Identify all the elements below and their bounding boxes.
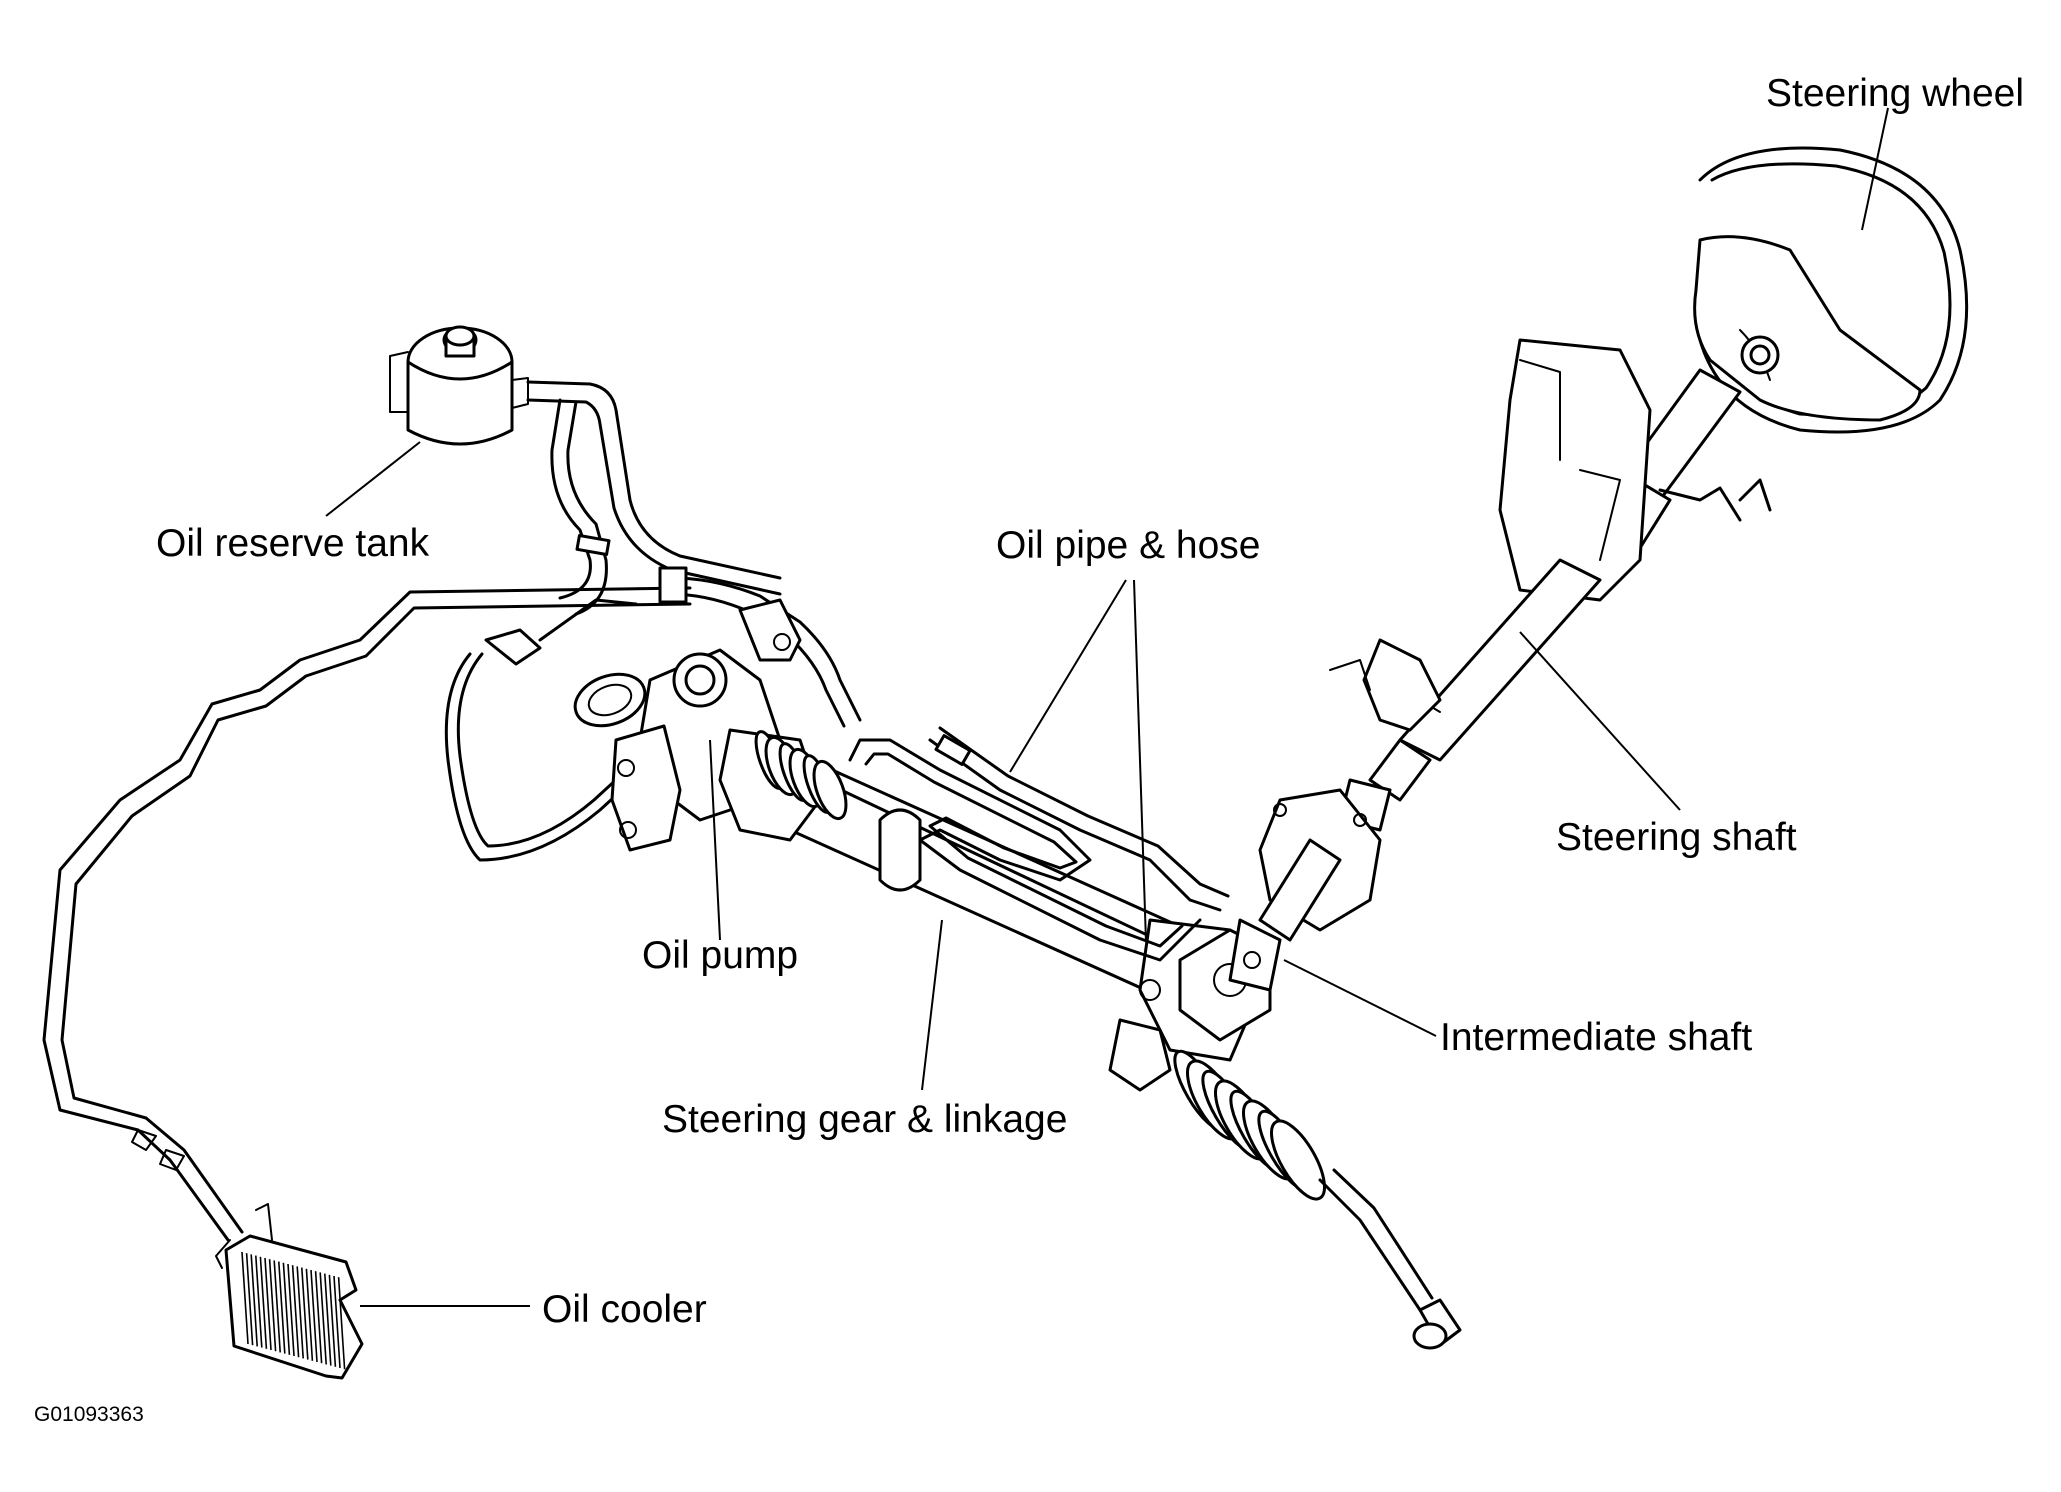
leader-oil-pipe-hose-b	[1133, 579, 1147, 943]
leader-oil-pipe-hose-a	[1009, 579, 1127, 773]
label-oil-reserve-tank: Oil reserve tank	[156, 522, 430, 565]
leader-oil-reserve-tank	[325, 441, 421, 517]
steering-column	[1228, 338, 1772, 992]
figure-code: G01093363	[34, 1403, 144, 1426]
leader-intermediate-shaft	[1283, 959, 1437, 1037]
label-intermediate-shaft: Intermediate shaft	[1440, 1016, 1753, 1059]
steering-wheel	[1693, 146, 1969, 434]
oil-cooler	[215, 1203, 364, 1380]
leader-oil-pump	[709, 739, 721, 941]
oil-cooler-pipes	[42, 586, 692, 1242]
label-steering-wheel: Steering wheel	[1766, 72, 2024, 115]
label-oil-cooler: Oil cooler	[542, 1288, 707, 1331]
steering-rack	[484, 598, 1462, 1350]
leader-steering-shaft	[1519, 631, 1681, 811]
label-oil-pump: Oil pump	[642, 934, 799, 977]
leader-steering-wheel	[1861, 107, 1889, 231]
label-steering-gear-linkage: Steering gear & linkage	[662, 1098, 1068, 1141]
oil-pipes	[848, 726, 1230, 962]
label-oil-pipe-hose: Oil pipe & hose	[996, 524, 1261, 567]
leader-lines	[325, 107, 1889, 1307]
label-steering-shaft: Steering shaft	[1556, 816, 1797, 859]
leader-steering-gear	[921, 919, 943, 1091]
oil-reserve-tank	[389, 325, 529, 446]
